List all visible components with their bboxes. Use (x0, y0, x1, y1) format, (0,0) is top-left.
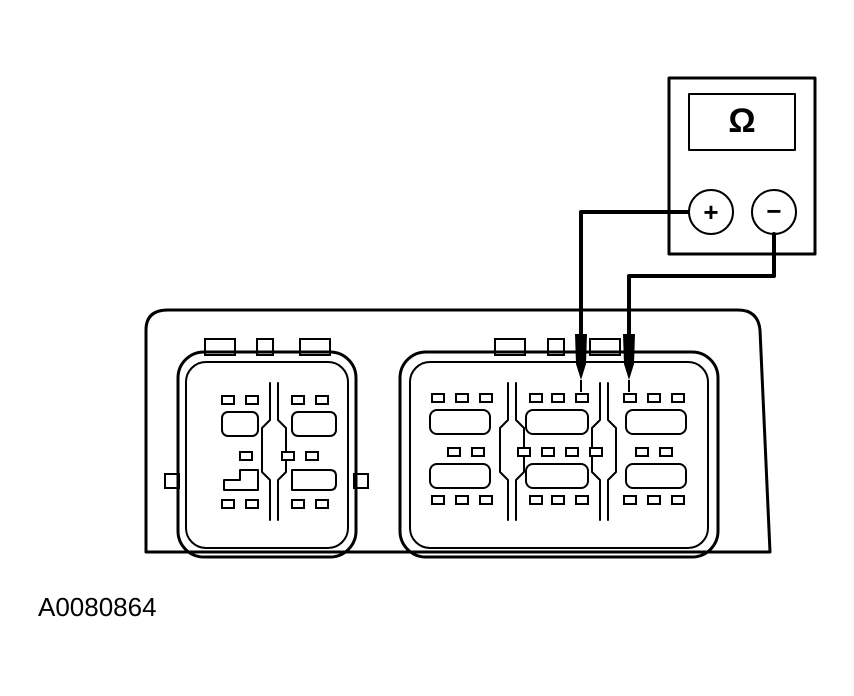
left-connector (164, 338, 369, 559)
right-connector (398, 338, 720, 559)
negative-probe (623, 334, 635, 392)
negative-terminal-label: − (766, 196, 781, 226)
meter-display (688, 93, 796, 151)
negative-terminal (751, 189, 797, 235)
positive-probe (575, 334, 587, 392)
negative-lead-wire (627, 232, 776, 338)
positive-terminal-label: + (703, 197, 718, 227)
multimeter: Ω + − (667, 76, 817, 256)
positive-terminal (688, 189, 734, 235)
positive-lead-wire (579, 210, 690, 338)
module-housing (144, 308, 772, 554)
ohm-symbol: Ω (728, 102, 755, 140)
figure-id: A0080864 (38, 592, 157, 622)
